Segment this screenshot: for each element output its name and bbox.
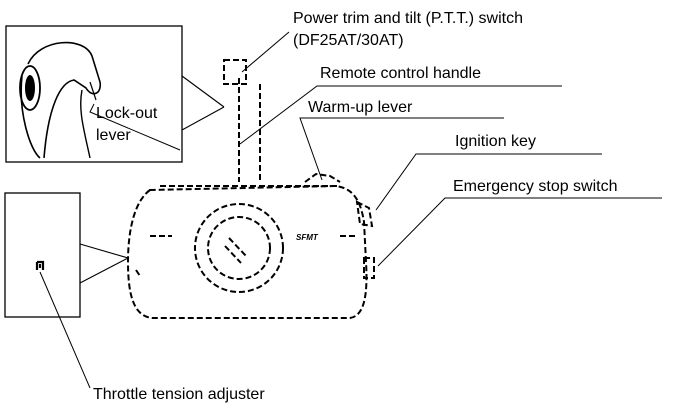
lock-out-inset: [5, 25, 225, 163]
leader-estop: [377, 197, 662, 267]
leader-remote: [239, 85, 562, 145]
lock-out-lever-label-line2: lever: [96, 127, 131, 144]
lock-out-lever-label: Lock-out: [96, 105, 158, 122]
ptt-switch-model-label: (DF25AT/30AT): [293, 32, 404, 49]
ptt-switch-label: Power trim and tilt (P.T.T.) switch: [293, 10, 523, 27]
emergency-stop-switch-label: Emergency stop switch: [453, 178, 618, 195]
remote-control-body: [126, 59, 375, 319]
leader-ignition: [375, 153, 602, 211]
warm-up-lever-label: Warm-up lever: [308, 99, 413, 116]
leader-lines: [239, 31, 662, 267]
leader-warmup: [299, 117, 504, 181]
throttle-tension-adjuster-label: Throttle tension adjuster: [93, 386, 265, 403]
brand-mark: SFMT: [296, 233, 319, 242]
leader-ptt: [241, 31, 290, 73]
ignition-key-label: Ignition key: [455, 133, 536, 150]
throttle-inset: [4, 192, 129, 389]
remote-control-handle-label: Remote control handle: [320, 65, 481, 82]
